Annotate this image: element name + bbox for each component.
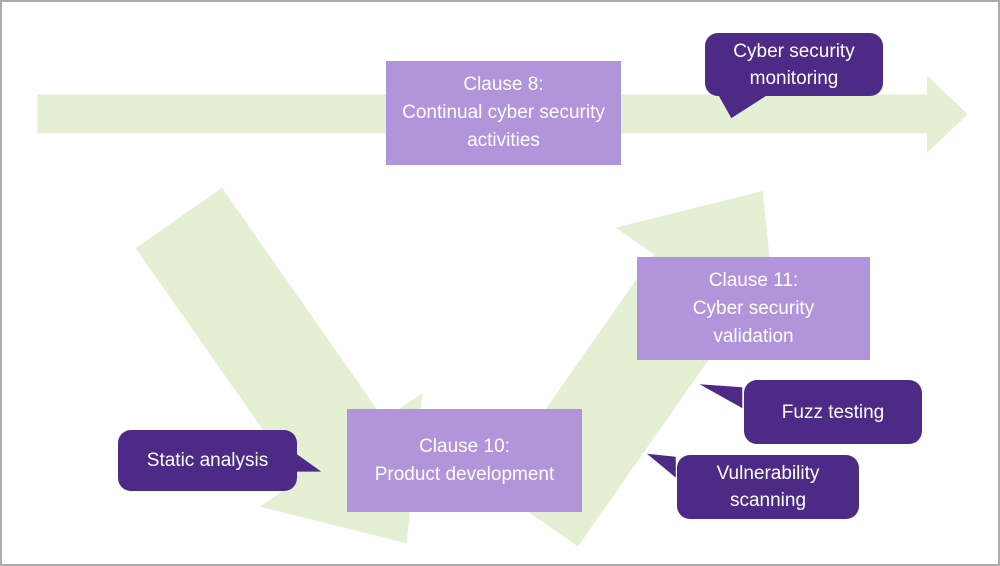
monitoring-callout-label: Cyber security monitoring: [733, 40, 855, 89]
static-analysis-callout-label: Static analysis: [146, 450, 269, 471]
clause8-label: Clause 8: Continual cyber security activ…: [402, 74, 605, 151]
vulnerability-scanning-callout: Vulnerability scanning: [677, 455, 859, 519]
vulnerability-scanning-callout-label: Vulnerability scanning: [716, 463, 820, 511]
static-analysis-callout: Static analysis: [118, 430, 297, 491]
fuzz-testing-callout-label: Fuzz testing: [781, 401, 885, 423]
clause11-box: Clause 11: Cyber security validation: [637, 257, 870, 360]
clause11-label: Clause 11: Cyber security validation: [692, 269, 815, 347]
fuzz-testing-callout: Fuzz testing: [744, 380, 922, 444]
monitoring-callout-tail: [717, 93, 771, 119]
clause8-box: Clause 8: Continual cyber security activ…: [386, 61, 621, 165]
fuzz-callout-tail: [699, 384, 743, 409]
vulnerability-callout-tail: [646, 453, 676, 478]
monitoring-callout: Cyber security monitoring: [705, 33, 883, 96]
clause10-label: Clause 10: Product development: [374, 435, 555, 485]
static-analysis-callout-tail: [293, 451, 322, 472]
clause10-box: Clause 10: Product development: [347, 409, 582, 512]
